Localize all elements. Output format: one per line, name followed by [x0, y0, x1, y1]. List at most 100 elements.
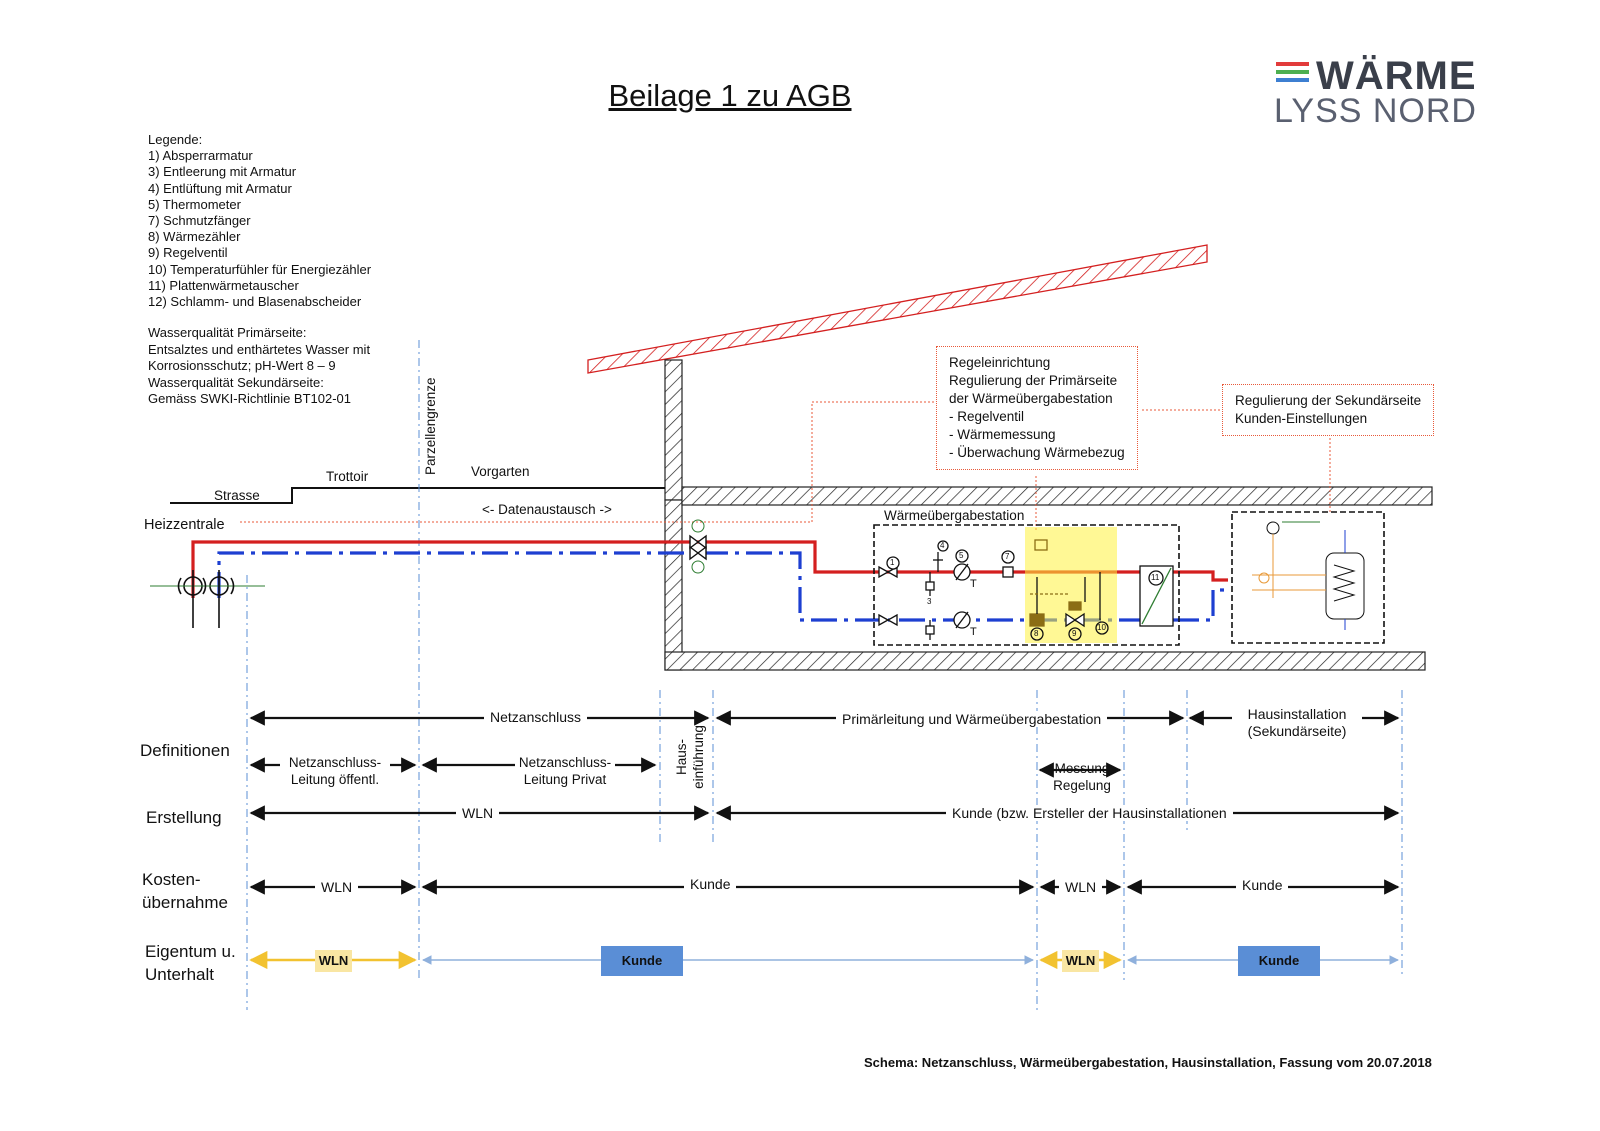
legend-item: 11) Plattenwärmetauscher [148, 277, 299, 293]
water-line: Wasserqualität Primärseite: [148, 325, 307, 340]
row-eigentum-line: Unterhalt [145, 965, 214, 984]
def-messung: Messung Regelung [1049, 760, 1115, 794]
water-line: Entsalztes und enthärtetes Wasser mit [148, 341, 371, 357]
legend-item: 8) Wärmezähler [148, 229, 241, 245]
callout-line: Regulierung der Sekundärseite [1235, 393, 1422, 408]
label-strasse: Strasse [214, 488, 260, 503]
equip-5: 5 [959, 551, 964, 560]
legend-item: 5) Thermometer [148, 196, 241, 212]
callout-line: der Wärmeübergabestation [949, 391, 1113, 406]
callout-line: Regulierung der Primärseite [949, 373, 1118, 388]
equip-10: 10 [1097, 623, 1106, 632]
callout-line: Kunden-Einstellungen [1235, 411, 1368, 426]
callout-secondary: Regulierung der Sekundärseite Kunden-Ein… [1222, 384, 1435, 436]
def-line: Leitung öffentl. [290, 772, 380, 787]
legend-item: 7) Schmutzfänger [148, 213, 251, 229]
callout-line: - Regelventil [949, 409, 1025, 424]
kosten-wln-1: WLN [315, 879, 359, 895]
equip-t1: T [970, 578, 977, 590]
row-definitionen: Definitionen [140, 741, 230, 760]
kosten-kunde-1: Kunde [684, 876, 737, 892]
legend-item: 10) Temperaturfühler für Energiezähler [148, 261, 372, 277]
station-components [878, 539, 1174, 641]
row-erstellung: Erstellung [146, 808, 222, 827]
kosten-wln-2: WLN [1059, 879, 1103, 895]
row-kosten-line: Kosten- [142, 870, 201, 889]
return-pipe [217, 551, 1228, 622]
row-kosten: Kosten- übernahme [142, 868, 228, 914]
secondary-equipment [1252, 521, 1365, 630]
logo-line2: LYSS NORD [1274, 92, 1477, 130]
row-eigentum: Eigentum u. Unterhalt [145, 940, 236, 986]
legend-item: 12) Schlamm- und Blasenabscheider [148, 294, 362, 310]
erst-kunde: Kunde (bzw. Ersteller der Hausinstallati… [946, 805, 1233, 821]
eigentum-kunde-2: Kunde [1238, 946, 1320, 976]
water-line: Gemäss SWKI-Richtlinie BT102-01 [148, 391, 352, 406]
legend-item: 4) Entlüftung mit Armatur [148, 180, 292, 196]
def-primaer: Primärleitung und Wärmeübergabestation [836, 711, 1108, 727]
def-line: (Sekundärseite) [1247, 723, 1347, 739]
label-vorgarten: Vorgarten [471, 464, 530, 479]
station-box [873, 511, 1385, 646]
logo-stripe-red [1276, 62, 1309, 66]
legend-item: 9) Regelventil [148, 245, 228, 261]
arrows-definitionen [249, 710, 1400, 778]
def-line: Haus- [674, 739, 689, 776]
callout-line: - Wärmemessung [949, 427, 1056, 442]
equip-8: 8 [1034, 629, 1039, 638]
legend-heading: Legende: [148, 132, 203, 147]
equip-3: 3 [927, 597, 932, 606]
equip-7: 7 [1005, 552, 1010, 561]
callout-primary: Regeleinrichtung Regulierung der Primärs… [936, 346, 1138, 470]
def-line: Netzanschluss- [518, 755, 612, 770]
equip-t2: T [970, 626, 977, 638]
def-netzanschluss: Netzanschluss [484, 709, 588, 725]
water-line: Wasserqualität Sekundärseite: [148, 374, 324, 390]
eigentum-kunde-1: Kunde [601, 946, 683, 976]
label-datenaustausch: <- Datenaustausch -> [482, 502, 612, 517]
equip-11: 11 [1151, 573, 1160, 582]
legend-item: 3) Entleerung mit Armatur [148, 164, 297, 180]
eigentum-wln-2: WLN [1062, 950, 1099, 972]
def-line: Netzanschluss- [288, 755, 382, 770]
row-kosten-line: übernahme [142, 893, 229, 912]
def-na-privat: Netzanschluss- Leitung Privat [515, 754, 615, 788]
legend-item: 1) Absperrarmatur [148, 148, 253, 164]
logo-stripe-green [1276, 70, 1309, 74]
def-line: Hausinstallation [1247, 706, 1347, 722]
label-parzellengrenze: Parzellengrenze [423, 377, 438, 475]
callout-line: Regeleinrichtung [949, 355, 1051, 370]
row-eigentum-line: Eigentum u. [145, 942, 236, 961]
def-na-oeffentl: Netzanschluss- Leitung öffentl. [280, 754, 390, 788]
def-hauseinfuehrung: Haus- einführung [673, 722, 707, 792]
water-quality: Wasserqualität Primärseite: Entsalztes u… [148, 325, 370, 408]
kosten-kunde-2: Kunde [1236, 877, 1289, 893]
def-line: Messung [1054, 761, 1110, 776]
label-trottoir: Trottoir [326, 469, 369, 484]
ground-line [170, 487, 665, 504]
heating-central-symbol [150, 570, 265, 628]
def-line: einführung [691, 725, 706, 789]
legend: Legende: 1) Absperrarmatur 3) Entleerung… [148, 132, 371, 310]
water-line: Korrosionsschutz; pH-Wert 8 – 9 [148, 358, 336, 373]
def-line: Leitung Privat [523, 772, 607, 787]
erst-wln: WLN [456, 805, 500, 821]
roof [587, 244, 1208, 374]
equip-1: 1 [890, 558, 895, 567]
logo-line1: WÄRME [1316, 54, 1477, 98]
data-line [240, 401, 1331, 530]
guide-lines [246, 340, 1403, 1010]
eigentum-wln-1: WLN [315, 950, 352, 972]
footer-caption: Schema: Netzanschluss, Wärmeübergabestat… [864, 1055, 1432, 1070]
def-hausinstallation: Hausinstallation (Sekundärseite) [1232, 706, 1362, 740]
label-heizzentrale: Heizzentrale [144, 517, 225, 533]
logo-stripe-blue [1276, 78, 1309, 82]
callout-line: - Überwachung Wärmebezug [949, 445, 1125, 460]
page-title: Beilage 1 zu AGB [608, 78, 852, 113]
label-station: Wärmeübergabestation [884, 508, 1025, 523]
def-line: Regelung [1053, 778, 1111, 793]
equip-9: 9 [1072, 629, 1077, 638]
equip-4: 4 [940, 541, 945, 550]
house-entry-valves [689, 519, 707, 574]
